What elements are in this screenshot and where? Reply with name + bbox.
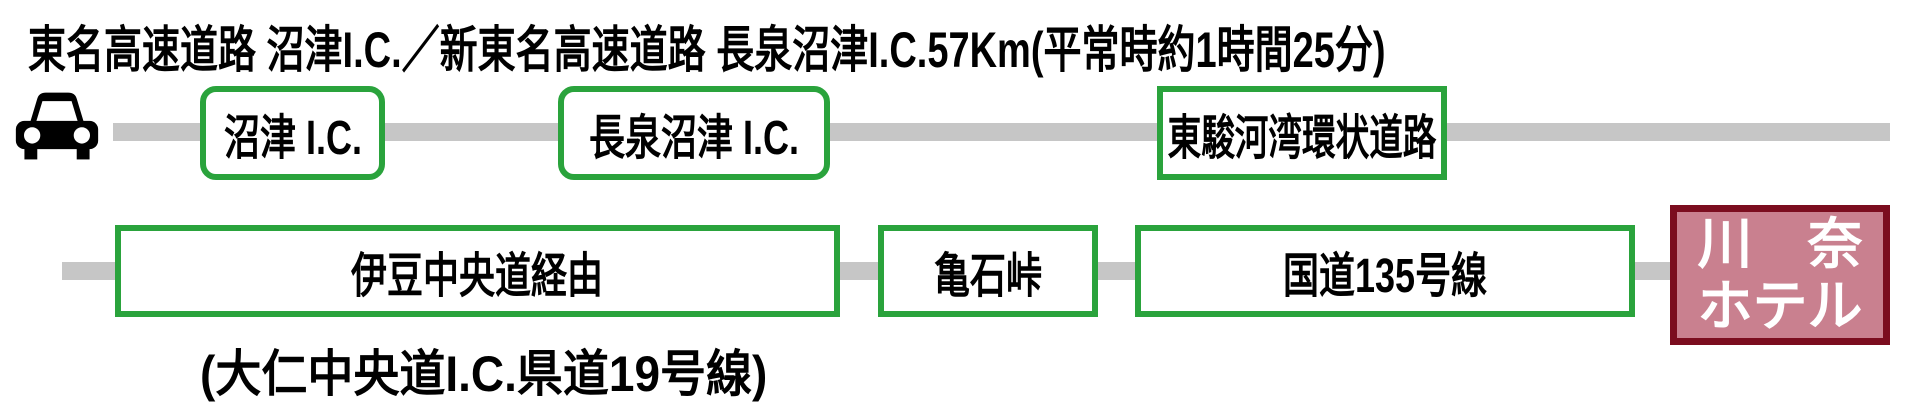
hotel-name-line1: 川 奈 [1697,213,1863,275]
route-note: (大仁中央道I.C.県道19号線) [200,334,817,406]
route-box-izu-chuo-road: 伊豆中央道経由 [115,225,840,317]
route-box-higashi-surugawan-ring-road: 東駿河湾環状道路 [1157,86,1447,180]
route-box-label: 伊豆中央道経由 [351,250,604,303]
route-box-label: 東駿河湾環状道路 [1167,112,1437,165]
route-box-nagaizumi-numazu-ic: 長泉沼津 I.C. [558,86,830,180]
route-title: 東名高速道路 沼津I.C.／新東名高速道路 長泉沼津I.C.57Km(平常時約1… [28,10,1814,82]
route-title-text: 東名高速道路 沼津I.C.／新東名高速道路 長泉沼津I.C.57Km(平常時約1… [28,22,1386,78]
route-box-numazu-ic: 沼津 I.C. [200,86,385,180]
route-box-label: 沼津 I.C. [223,112,362,165]
car-icon [15,92,99,160]
route-box-label: 国道135号線 [1282,250,1488,303]
hotel-name-line2: ホテル [1697,275,1863,337]
route-note-text: (大仁中央道I.C.県道19号線) [200,346,768,402]
destination-box-kawana-hotel: 川 奈 ホテル [1670,205,1890,345]
route-box-label: 長泉沼津 I.C. [589,112,800,165]
route-box-label: 亀石峠 [933,250,1042,303]
route-box-kameishi-pass: 亀石峠 [878,225,1098,317]
route-box-route135: 国道135号線 [1135,225,1635,317]
